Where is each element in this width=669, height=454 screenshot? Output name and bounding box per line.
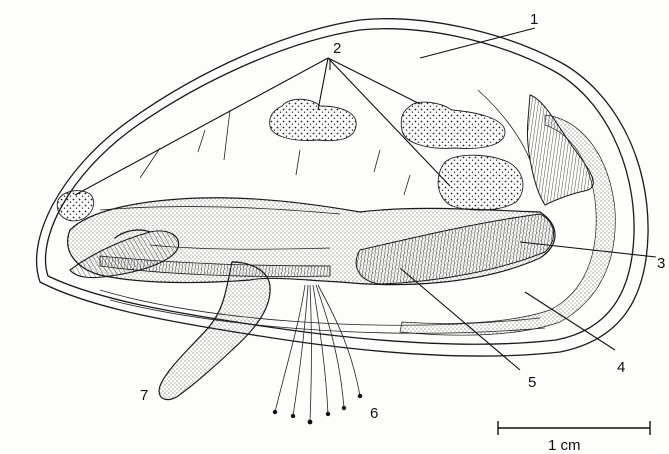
label-1: 1 bbox=[530, 11, 538, 28]
visceral-mass bbox=[68, 198, 555, 285]
label-3: 3 bbox=[657, 255, 665, 272]
label-2: 2 bbox=[333, 40, 341, 57]
scale-bar bbox=[498, 421, 650, 435]
label-4: 4 bbox=[617, 359, 625, 376]
label-5: 5 bbox=[528, 374, 536, 391]
label-7: 7 bbox=[140, 387, 148, 404]
label-6: 6 bbox=[370, 405, 378, 422]
byssus-threads bbox=[273, 285, 362, 424]
scale-bar-label: 1 cm bbox=[548, 437, 581, 454]
